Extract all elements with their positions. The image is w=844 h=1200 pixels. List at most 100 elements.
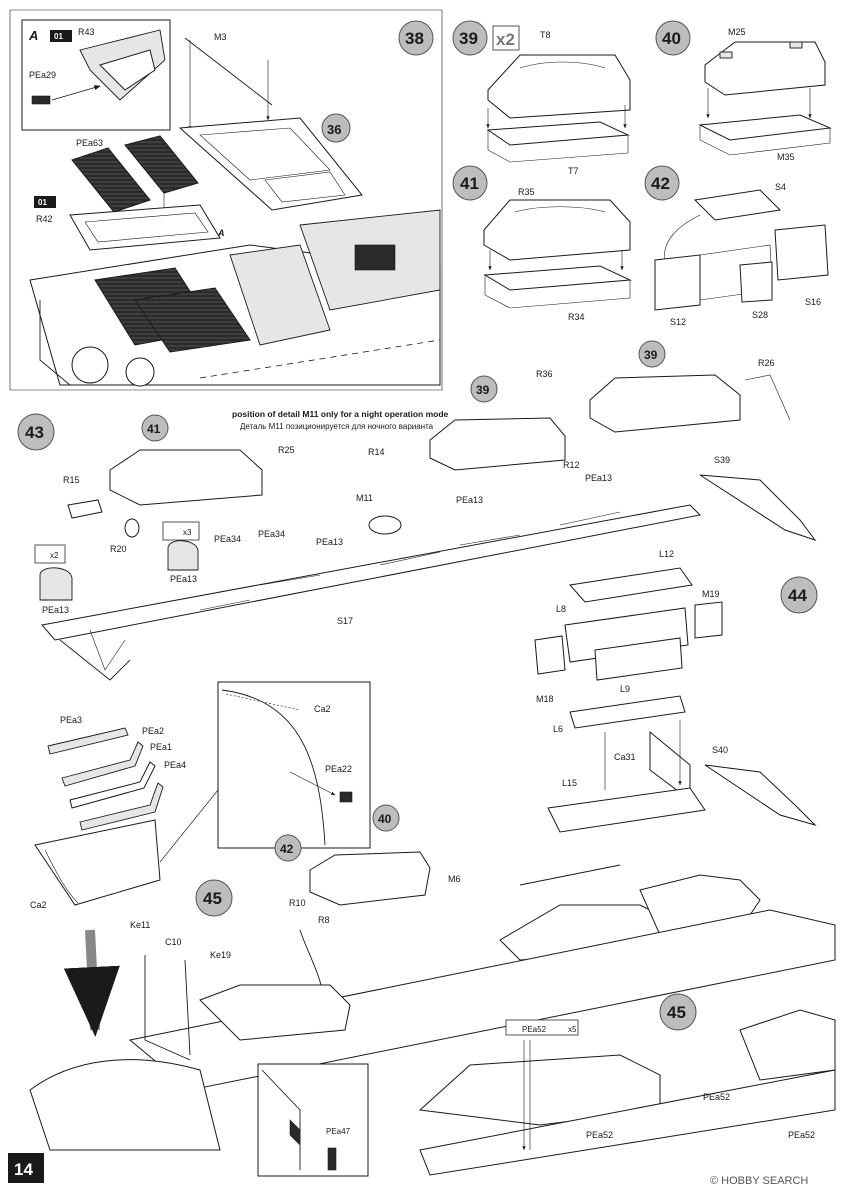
label-pea13-a: PEa13 — [42, 605, 69, 615]
label-pea63: PEa63 — [76, 138, 103, 148]
note-russian: Деталь М11 позиционируется для ночного в… — [240, 422, 434, 431]
s40-part — [704, 764, 817, 827]
s28-panel — [739, 261, 773, 303]
step-40: 40 M25 M35 — [655, 20, 832, 162]
label-t7: T7 — [568, 166, 579, 176]
label-r15: R15 — [63, 475, 80, 485]
step-43: 43 position of detail M11 only for a nig… — [17, 340, 817, 681]
badge-x2: x2 — [50, 551, 59, 560]
label-r43: R43 — [78, 27, 95, 37]
label-r36: R36 — [536, 369, 553, 379]
m35-frame — [698, 114, 832, 141]
callout-40: 40 — [378, 812, 392, 826]
s4-plate — [693, 189, 782, 221]
label-r25: R25 — [278, 445, 295, 455]
label-r10: R10 — [289, 898, 306, 908]
m3-rod — [184, 37, 273, 106]
label-s17: S17 — [337, 616, 353, 626]
label-m6: M6 — [448, 874, 461, 884]
callout-42: 42 — [280, 842, 294, 856]
label-r26: R26 — [758, 358, 775, 368]
s12-panel — [654, 254, 701, 311]
step-44-number: 44 — [788, 586, 807, 605]
tank-39-middle — [429, 417, 566, 471]
step-39: 39 x2 T8 T7 — [452, 20, 631, 176]
step-38-panel: A 01 R43 PEa29 38 M3 36 PEa63 01 R42 — [9, 9, 443, 391]
step-45-number: 45 — [203, 889, 222, 908]
pea3-strip — [47, 727, 129, 755]
m25-tank — [704, 41, 826, 96]
pea47-inset — [257, 1063, 369, 1177]
ca2-fender — [34, 819, 161, 906]
label-c10: C10 — [165, 937, 182, 947]
label-l6: L6 — [553, 724, 563, 734]
label-pea52-b: PEa52 — [586, 1130, 613, 1140]
label-ca2-inset: Ca2 — [314, 704, 331, 714]
page-number: 14 — [14, 1160, 33, 1179]
fender-subassembly: PEa3 PEa2 PEa1 PEa4 Ca2 Ca2 PEa22 — [30, 681, 371, 910]
pea13-part-a — [39, 567, 73, 601]
step-40-number: 40 — [662, 29, 681, 48]
label-pea3: PEa3 — [60, 715, 82, 725]
pea13-part-b — [167, 540, 199, 571]
label-r34: R34 — [568, 312, 585, 322]
label-l15: L15 — [562, 778, 577, 788]
step-45b-number: 45 — [667, 1003, 686, 1022]
s39-part — [699, 474, 817, 541]
r34-tray — [483, 265, 632, 291]
label-pea47: PEa47 — [326, 1127, 351, 1136]
inset-a-box-label-bg — [50, 30, 72, 42]
s17-fender — [41, 504, 702, 641]
step-39-count: x2 — [496, 30, 515, 49]
label-l9: L9 — [620, 684, 630, 694]
label-m35: M35 — [777, 152, 795, 162]
step-38-badge — [398, 20, 434, 56]
label-pea4: PEa4 — [164, 760, 186, 770]
step-44: 44 L12 L8 M19 M18 L9 L6 Ca31 S40 L15 — [534, 549, 818, 833]
label-s12: S12 — [670, 317, 686, 327]
label-s40: S40 — [712, 745, 728, 755]
label-s39: S39 — [714, 455, 730, 465]
label-r42: R42 — [36, 214, 53, 224]
pea29-part — [31, 95, 51, 105]
label-ca2: Ca2 — [30, 900, 47, 910]
label-pea13-c: PEa13 — [316, 537, 343, 547]
label-t8: T8 — [540, 30, 551, 40]
step-41: 41 R35 R34 — [452, 165, 632, 322]
label-s16: S16 — [805, 297, 821, 307]
label-pea1: PEa1 — [150, 742, 172, 752]
label-m19: M19 — [702, 589, 720, 599]
tank-41 — [109, 449, 263, 506]
s16-panel — [774, 224, 829, 281]
label-m11: M11 — [356, 493, 373, 503]
step-42-number: 42 — [651, 174, 670, 193]
label-r12: R12 — [563, 460, 580, 470]
inset-a-box-label: 01 — [54, 32, 63, 41]
step-36-number: 36 — [327, 122, 341, 137]
label-ke19: Ke19 — [210, 950, 231, 960]
label-r8: R8 — [318, 915, 330, 925]
label-pea34-b: PEa34 — [258, 529, 285, 539]
label-ke11: Ke11 — [130, 920, 150, 930]
label-pea13-d: PEa13 — [456, 495, 483, 505]
callout-39a: 39 — [476, 383, 490, 397]
step-45: 45 42 40 M6 R10 R8 Ke11 C10 Ke19 PEa47 4… — [29, 804, 836, 1177]
label-pea13-e: PEa13 — [585, 473, 612, 483]
watermark: © HOBBY SEARCH — [710, 1175, 808, 1187]
fender-inset — [217, 681, 371, 849]
step-43-number: 43 — [25, 423, 44, 442]
callout-39b: 39 — [644, 348, 658, 362]
t8-tank-top — [487, 54, 631, 119]
page-number-box — [8, 1153, 44, 1183]
label-l12: L12 — [659, 549, 674, 559]
label-pea22: PEa22 — [325, 764, 352, 774]
step-39-number: 39 — [459, 29, 478, 48]
label-s4: S4 — [775, 182, 786, 192]
l12-lid — [569, 567, 693, 603]
label-r35: R35 — [518, 187, 535, 197]
box-01-label: 01 — [38, 198, 47, 207]
label-pea52-d: PEa52 — [788, 1130, 815, 1140]
step-41-number: 41 — [460, 174, 479, 193]
tank-39-right — [589, 374, 741, 433]
